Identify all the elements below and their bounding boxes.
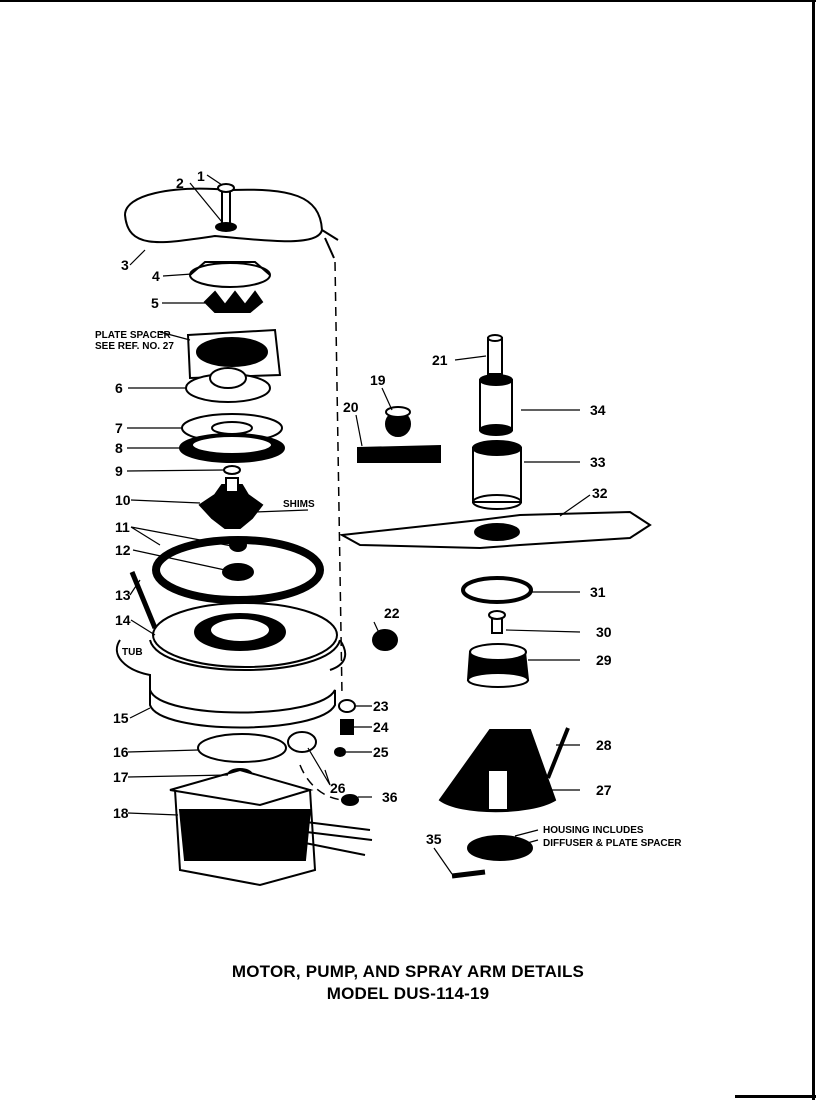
part-24-plug [340, 719, 354, 735]
diagram-title: MOTOR, PUMP, AND SPRAY ARM DETAILS [231, 962, 585, 981]
note-shims: SHIMS [283, 499, 315, 510]
callout-3: 3 [121, 257, 129, 273]
callout-34: 34 [590, 402, 606, 418]
callout-29: 29 [596, 652, 612, 668]
callout-13: 13 [115, 587, 131, 603]
callout-23: 23 [373, 698, 389, 714]
diffuser [467, 835, 533, 861]
callout-10: 10 [115, 492, 131, 508]
part-33-tube [472, 447, 522, 503]
callout-30: 30 [596, 624, 612, 640]
callout-4: 4 [152, 268, 160, 284]
callout-7: 7 [115, 420, 123, 436]
callout-9: 9 [115, 463, 123, 479]
part-4-cap [189, 262, 271, 288]
callout-33: 33 [590, 454, 606, 470]
part-21-shaft [487, 337, 503, 375]
callout-5: 5 [151, 295, 159, 311]
callout-8: 8 [115, 440, 123, 456]
part-23-nut [338, 699, 356, 713]
callout-31: 31 [590, 584, 606, 600]
part-35-screw [451, 869, 486, 879]
note-plate-spacer-2: SEE REF. NO. 27 [95, 341, 174, 352]
callout-32: 32 [592, 485, 608, 501]
part-12-seal [222, 563, 254, 581]
callout-15: 15 [113, 710, 129, 726]
callout-16: 16 [113, 744, 129, 760]
part-28-screw [546, 727, 570, 779]
part-10-impeller [198, 484, 264, 529]
callout-28: 28 [596, 737, 612, 753]
part-36-screw [341, 794, 359, 806]
callout-35: 35 [426, 831, 442, 847]
callout-26: 26 [330, 780, 346, 796]
part-31-ring [461, 576, 533, 604]
page-edge-top [0, 0, 816, 2]
callout-36: 36 [382, 789, 398, 805]
callout-2: 2 [176, 175, 184, 191]
page-edge-right [812, 0, 815, 1100]
note-housing-2: DIFFUSER & PLATE SPACER [543, 838, 682, 849]
callout-12: 12 [115, 542, 131, 558]
part-5-impeller [203, 290, 264, 313]
note-housing-1: HOUSING INCLUDES [543, 825, 644, 836]
callout-20: 20 [343, 399, 359, 415]
callout-25: 25 [373, 744, 389, 760]
part-26-clamp [287, 731, 317, 753]
part-34-tube [479, 379, 513, 431]
callout-1: 1 [197, 168, 205, 184]
part-1-screw [221, 187, 231, 225]
callout-14: 14 [115, 612, 131, 628]
note-tub: TUB [122, 647, 143, 658]
page-edge-bottom [735, 1095, 816, 1098]
callout-18: 18 [113, 805, 129, 821]
callout-24: 24 [373, 719, 389, 735]
callout-11: 11 [115, 519, 130, 535]
note-plate-spacer-1: PLATE SPACER [95, 330, 172, 341]
part-2-washer [215, 222, 237, 232]
callout-19: 19 [370, 372, 386, 388]
part-25-washer [334, 747, 346, 757]
callout-17: 17 [113, 769, 129, 785]
tub-edge [115, 639, 347, 690]
part-13-bolt [129, 571, 158, 629]
part-20-bracket [357, 444, 441, 463]
callout-21: 21 [432, 352, 448, 368]
callout-6: 6 [115, 380, 123, 396]
callout-27: 27 [596, 782, 612, 798]
part-16-disc [197, 733, 287, 763]
callout-22: 22 [384, 605, 400, 621]
part-9-clip [223, 465, 241, 475]
part-22-spring [372, 629, 398, 651]
part-15-clamp [149, 689, 336, 729]
diagram-subtitle: MODEL DUS-114-19 [326, 984, 490, 1003]
